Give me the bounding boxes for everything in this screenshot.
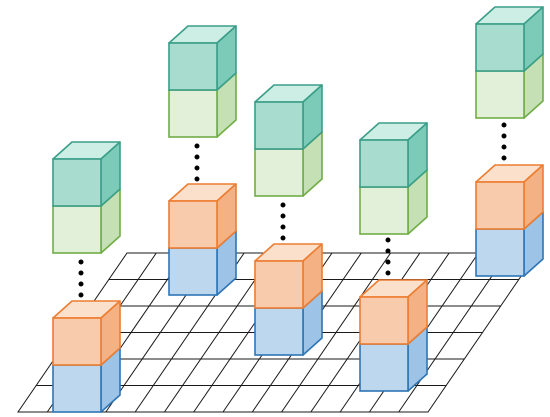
floor-stack bbox=[52, 300, 121, 413]
blue-cube-front bbox=[168, 247, 218, 296]
green-cube-front bbox=[168, 89, 218, 138]
cube-column-1 bbox=[52, 141, 121, 413]
floor-stack bbox=[359, 279, 428, 392]
floor-stack bbox=[168, 183, 237, 296]
teal-cube bbox=[168, 25, 237, 91]
teal-cube-front bbox=[254, 101, 304, 150]
orange-cube bbox=[475, 164, 544, 230]
green-cube-front bbox=[52, 205, 102, 254]
teal-cube bbox=[52, 141, 121, 207]
floating-stack bbox=[475, 6, 544, 119]
floating-stack bbox=[168, 25, 237, 138]
floating-stack bbox=[359, 122, 428, 235]
green-cube-front bbox=[359, 186, 409, 235]
teal-cube bbox=[359, 122, 428, 188]
teal-cube-front bbox=[52, 158, 102, 207]
orange-cube bbox=[359, 279, 428, 345]
teal-cube-front bbox=[168, 42, 218, 91]
orange-cube-front bbox=[254, 260, 304, 309]
cube-column-4 bbox=[359, 122, 428, 392]
floor-grid-column-line bbox=[398, 252, 509, 413]
blue-cube-front bbox=[475, 228, 525, 277]
teal-cube-front bbox=[475, 23, 525, 72]
cube-column-2 bbox=[168, 25, 237, 296]
orange-cube-front bbox=[52, 317, 102, 366]
cube-stacks bbox=[52, 6, 544, 413]
green-cube-front bbox=[254, 148, 304, 197]
floor-stack bbox=[254, 243, 323, 356]
teal-cube bbox=[254, 84, 323, 150]
cube-column-3 bbox=[254, 84, 323, 356]
blue-cube-front bbox=[359, 343, 409, 392]
orange-cube-front bbox=[475, 181, 525, 230]
floor-grid-column-line bbox=[281, 252, 391, 413]
green-cube-front bbox=[475, 70, 525, 119]
cube-column-5 bbox=[475, 6, 544, 277]
blue-cube-front bbox=[254, 307, 304, 356]
orange-cube bbox=[52, 300, 121, 366]
teal-cube-front bbox=[359, 139, 409, 188]
floating-stack bbox=[254, 84, 323, 197]
orange-cube bbox=[254, 243, 323, 309]
teal-cube bbox=[475, 6, 544, 72]
orange-cube-front bbox=[359, 296, 409, 345]
blue-cube-front bbox=[52, 364, 102, 413]
floor-stack bbox=[475, 164, 544, 277]
orange-cube-front bbox=[168, 200, 218, 249]
floating-stack bbox=[52, 141, 121, 254]
orange-cube bbox=[168, 183, 237, 249]
